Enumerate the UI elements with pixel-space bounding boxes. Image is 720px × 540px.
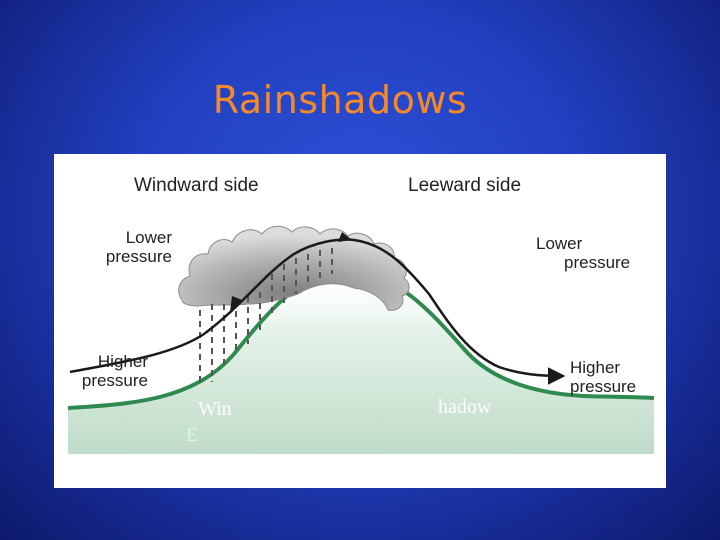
rain-cloud xyxy=(178,225,410,311)
windward-higher-line1: Higher xyxy=(97,352,148,371)
windward-lower-pressure-label: Lower pressure xyxy=(80,228,172,266)
airflow-midarrow-2 xyxy=(338,232,352,242)
overlay-text-left-second: E xyxy=(186,424,199,446)
rain-streaks xyxy=(199,248,333,386)
windward-higher-pressure-label: Higher pressure xyxy=(68,352,148,390)
leeward-higher-line2: pressure xyxy=(570,377,637,396)
airflow-midarrow-1 xyxy=(230,296,242,312)
leeward-lower-line2: pressure xyxy=(564,253,631,272)
diagram-svg xyxy=(67,225,655,454)
leeward-higher-pressure-label: Higher pressure xyxy=(570,358,660,396)
airflow-arrow xyxy=(69,238,566,385)
leeward-side-label: Leeward side xyxy=(408,175,522,196)
leeward-lower-line1: Lower xyxy=(536,234,583,253)
mountain-fill xyxy=(68,272,654,454)
windward-lower-line2: pressure xyxy=(105,247,172,266)
overlay-text-right: hadow xyxy=(438,396,492,418)
overlay-text-left: Win xyxy=(198,398,232,420)
leeward-higher-line1: Higher xyxy=(570,358,621,377)
leeward-lower-pressure-label: Lower pressure xyxy=(536,234,646,272)
windward-lower-line1: Lower xyxy=(125,228,172,247)
windward-side-label: Windward side xyxy=(134,175,259,196)
windward-higher-line2: pressure xyxy=(81,371,148,390)
slide-title: Rainshadows xyxy=(212,78,468,122)
rainshadow-diagram: Windward side Leeward side Lower pressur… xyxy=(54,154,666,488)
